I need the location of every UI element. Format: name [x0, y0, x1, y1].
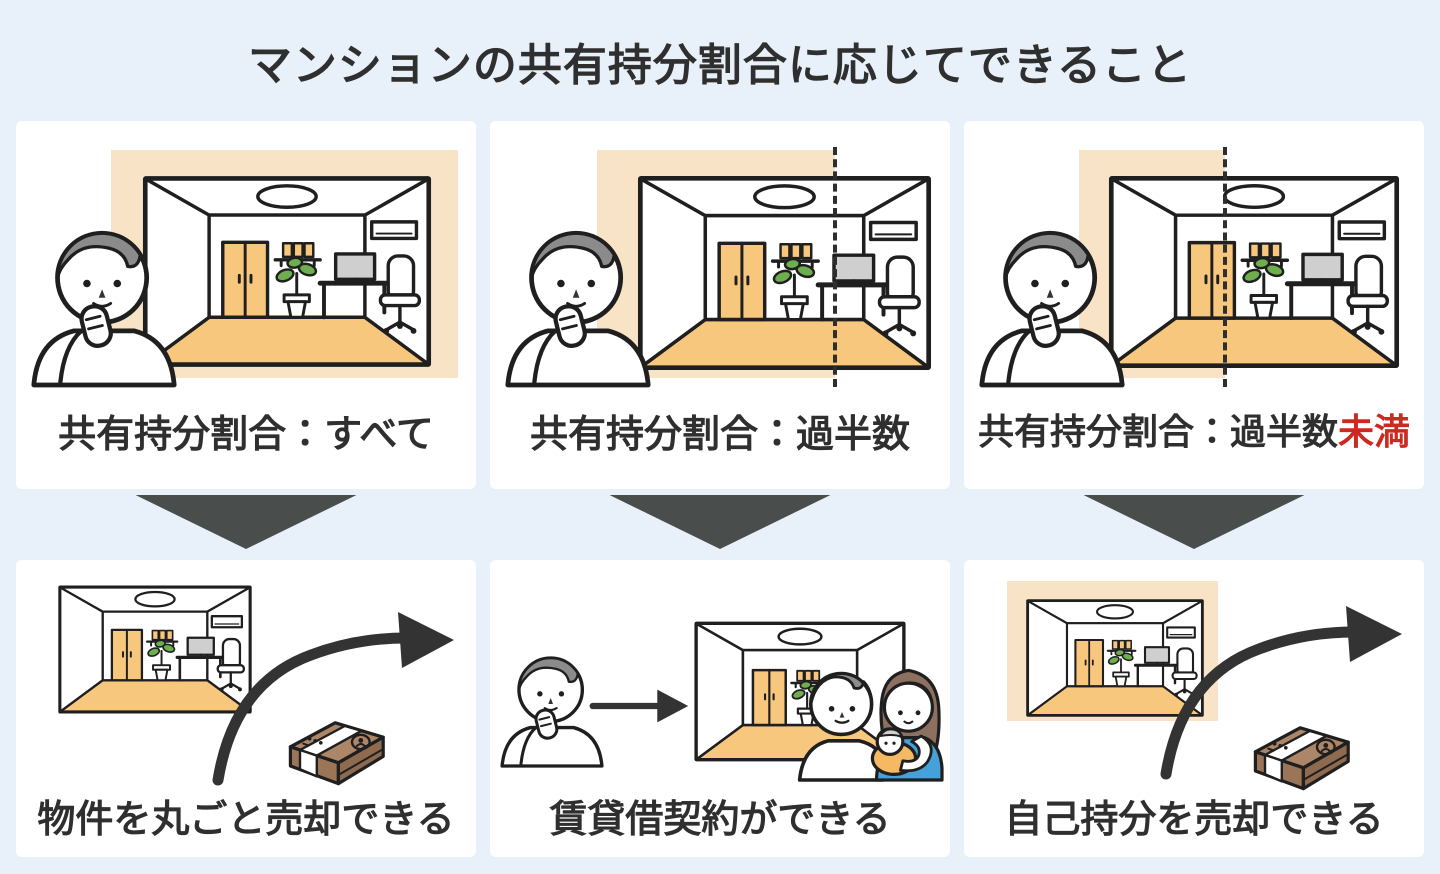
condition-text: 共有持分割合：すべて [58, 414, 434, 456]
result-card-sell-whole: 物件を丸ごと売却できる [16, 560, 476, 857]
money-stack-icon [1253, 726, 1350, 791]
money-stack-icon [288, 721, 385, 786]
card-grid: 共有持分割合：すべて 共有持分割合：過半数 共有持分割合：過半数未満 物件を丸ご… [16, 121, 1424, 857]
dashed-divider [1223, 147, 1227, 387]
result-label: 物件を丸ごと売却できる [37, 799, 455, 841]
condition-text: 共有持分割合：過半数 [977, 411, 1338, 452]
condition-card-all: 共有持分割合：すべて [16, 121, 476, 489]
condition-text: 共有持分割合：過半数 [529, 414, 910, 456]
result-label: 賃貸借契約ができる [549, 799, 891, 841]
flow-arrow-cell [490, 489, 950, 560]
thinking-person-icon [502, 219, 654, 385]
condition-label: 共有持分割合：過半数未満 [964, 403, 1424, 455]
down-arrow-icon [609, 495, 831, 549]
thinking-person-icon [976, 219, 1128, 385]
room-illustration [141, 174, 433, 369]
family-icon [797, 668, 944, 782]
condition-card-minority: 共有持分割合：過半数未満 [964, 121, 1424, 489]
flow-arrow-cell [16, 489, 476, 560]
flow-arrow-cell [964, 489, 1424, 560]
condition-text-red: 未満 [1338, 411, 1411, 452]
room-illustration [1107, 174, 1401, 370]
condition-label: 共有持分割合：すべて [16, 403, 476, 458]
thinking-person-icon [28, 219, 180, 385]
down-arrow-icon [135, 495, 357, 549]
down-arrow-icon [1083, 495, 1305, 549]
condition-label: 共有持分割合：過半数 [490, 403, 950, 458]
dashed-divider [833, 147, 837, 387]
room-illustration [636, 174, 933, 372]
condition-card-majority: 共有持分割合：過半数 [490, 121, 950, 489]
result-label: 自己持分を売却できる [1004, 799, 1384, 841]
page-title: マンションの共有持分割合に応じてできること [247, 40, 1193, 90]
result-card-lease: 賃貸借契約ができる [490, 560, 950, 857]
right-arrow-icon [590, 686, 690, 726]
result-card-sell-share: 自己持分を売却できる [964, 560, 1424, 857]
